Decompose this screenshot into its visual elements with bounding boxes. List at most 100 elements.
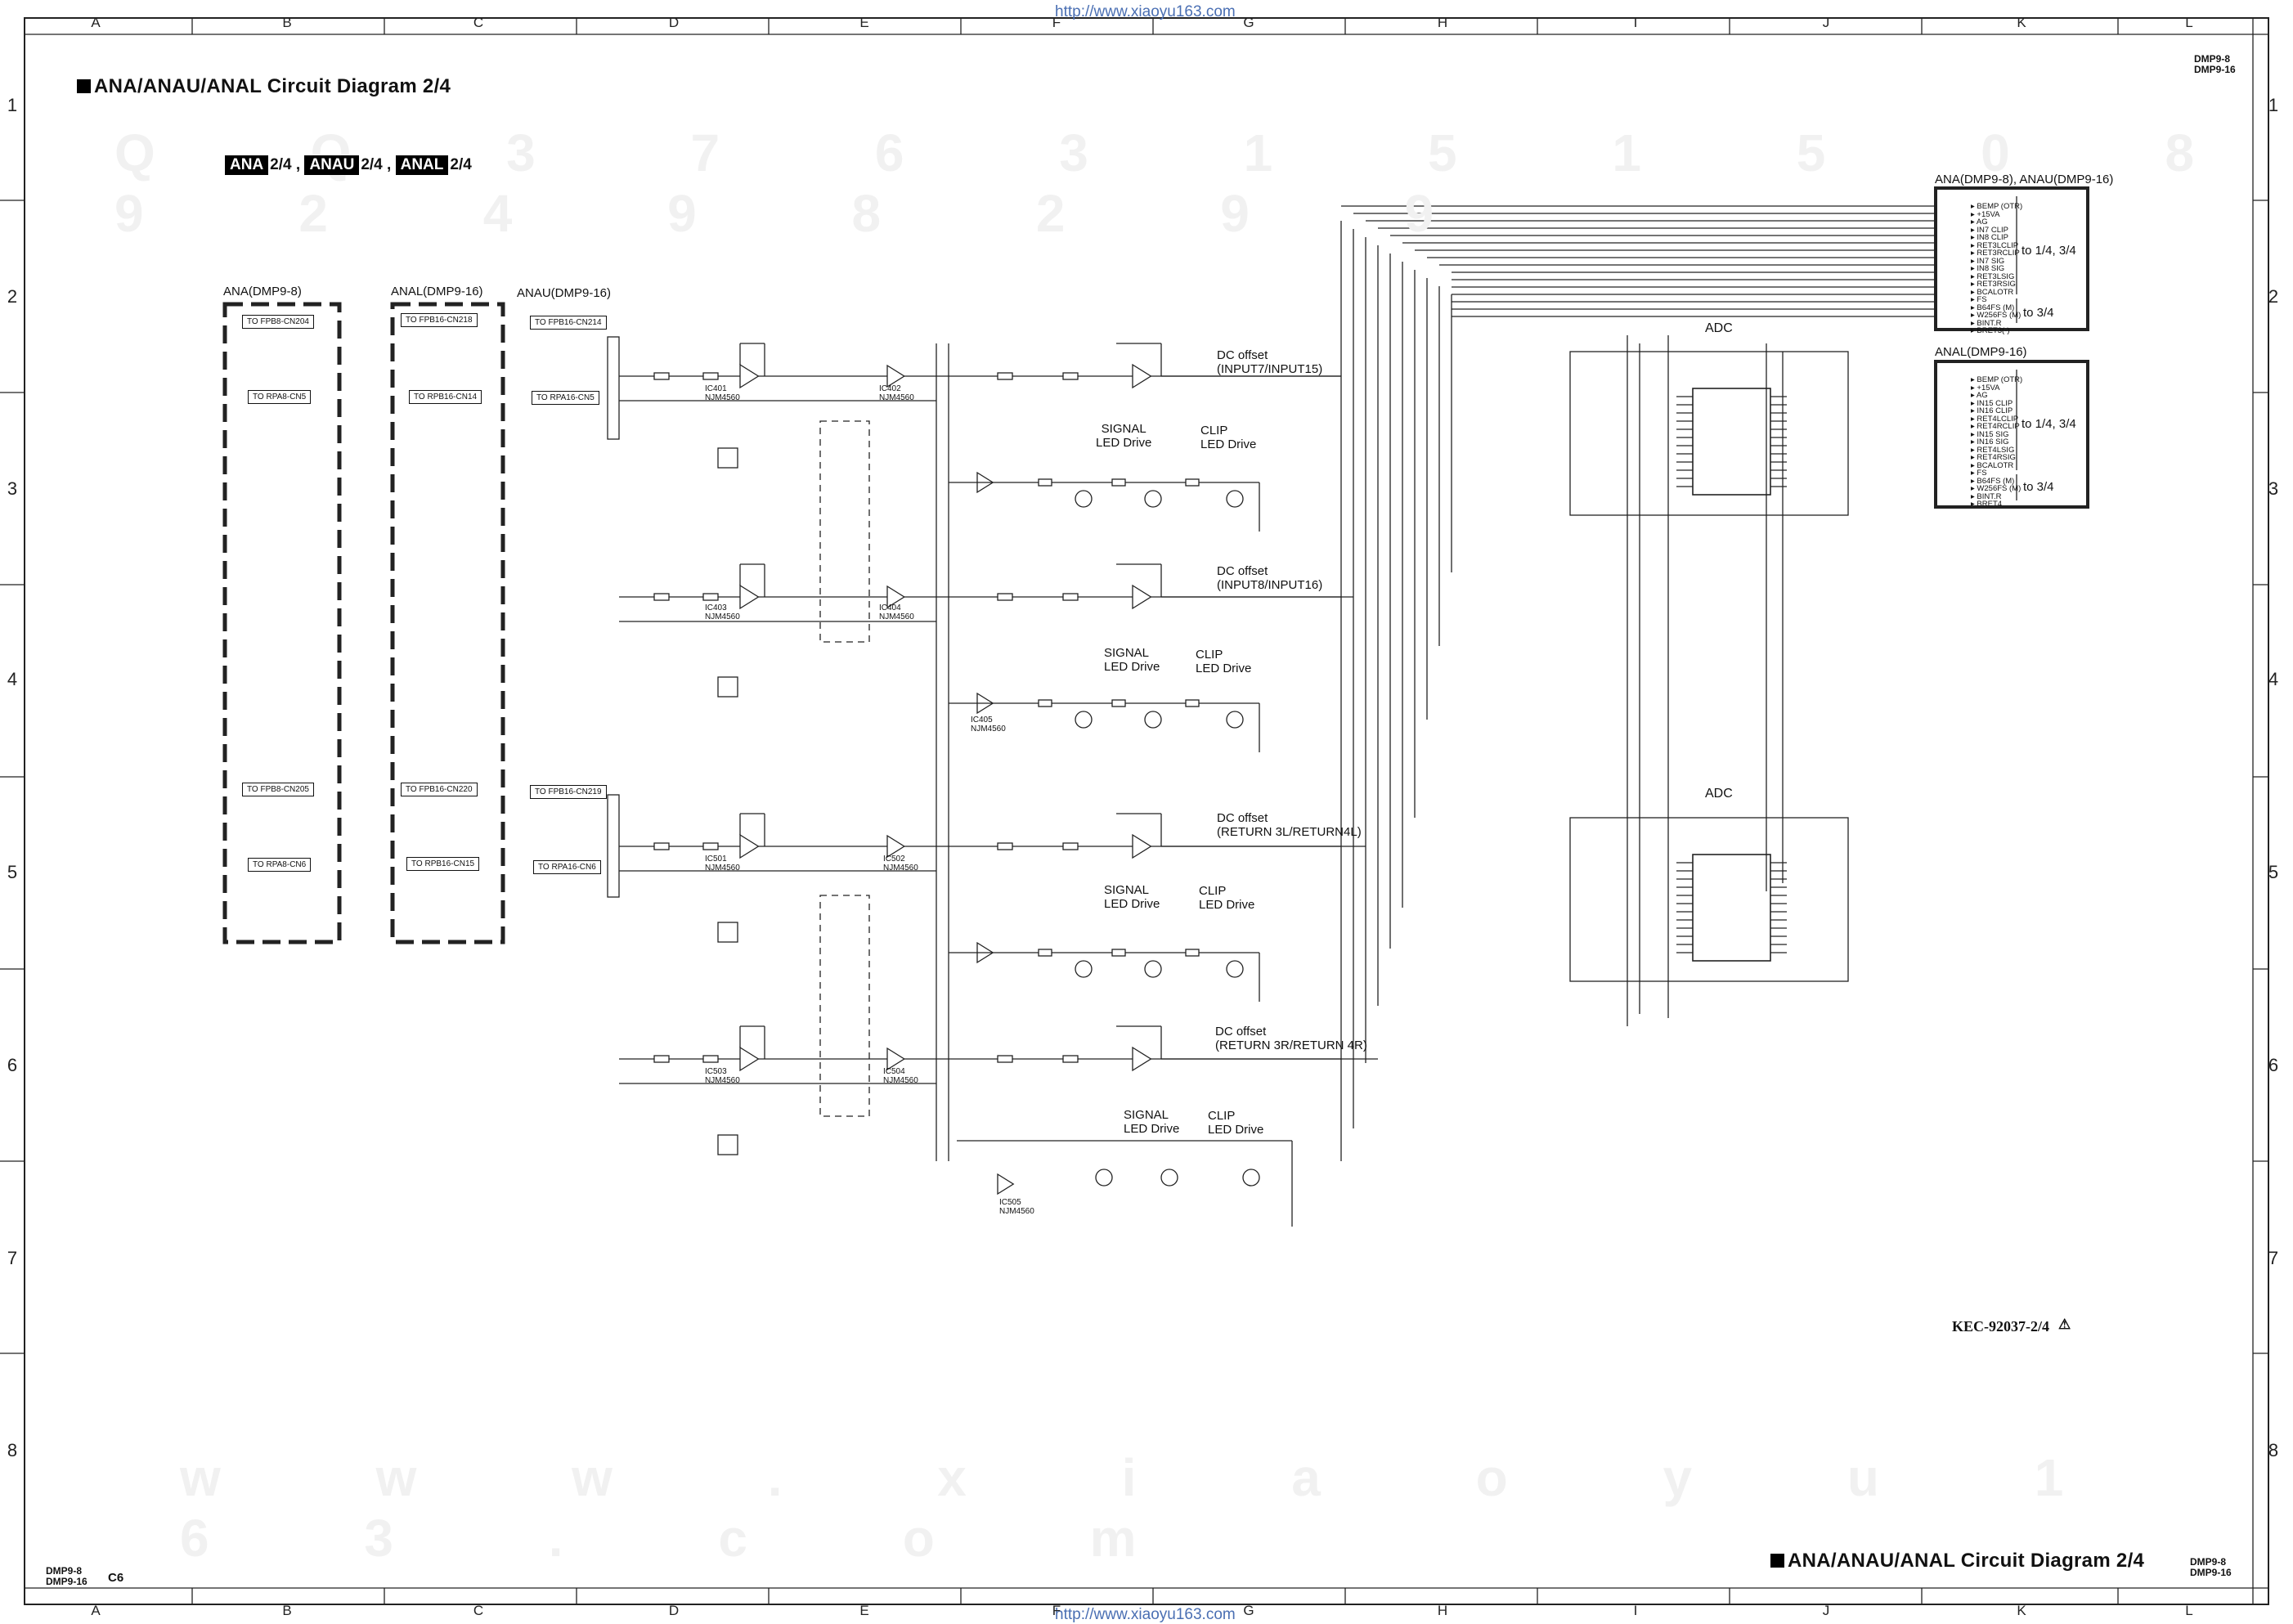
ic-ref: IC405 [971, 716, 993, 725]
signal-sub: LED Drive [1096, 436, 1152, 450]
grid-column-label: G [1243, 1603, 1254, 1618]
transistor-symbol [1242, 1169, 1260, 1187]
model-line-1: DMP9-8 [2190, 1556, 2227, 1568]
adc-label-2: ADC [1705, 787, 1733, 801]
anal-connector-2: TO RPB16-CN14 [409, 390, 482, 404]
grid-column-label: C [473, 15, 484, 30]
grid-column-label: I [1633, 15, 1638, 30]
opamp-symbol [997, 1173, 1015, 1196]
resistor [997, 842, 1013, 850]
model-line-2: DMP9-16 [46, 1576, 88, 1587]
pin-label: ▸ RET4RCLIP [1971, 422, 2020, 431]
transistor-symbol [1226, 490, 1244, 508]
resistor [997, 593, 1013, 601]
resistor [1185, 699, 1200, 707]
grid-column-label: K [2017, 15, 2026, 30]
clip-sub: LED Drive [1199, 898, 1255, 912]
dc-offset-return3l: DC offset (RETURN 3L/RETURN4L) [1217, 811, 1362, 839]
dc-offset-sub: (INPUT7/INPUT15) [1217, 362, 1323, 376]
ic-power-block [717, 676, 738, 698]
grid-column-label: E [859, 1603, 869, 1618]
pin-label: ▸ RET4LCLIP [1971, 414, 2019, 424]
pin-label: ▸ W256FS (M) [1971, 311, 2022, 320]
ic-ref: IC402 [879, 384, 901, 393]
clip-label: CLIP [1196, 648, 1223, 662]
pin-label: ▸ +15VA [1971, 383, 2000, 393]
grid-row-label: 7 [7, 1248, 18, 1268]
anau-connector-3: TO FPB16-CN219 [530, 785, 607, 799]
dc-offset-input7: DC offset (INPUT7/INPUT15) [1217, 348, 1322, 376]
grid-column-label: B [282, 15, 292, 30]
signal-label: SIGNAL [1124, 1108, 1169, 1122]
pin-label: ▸ B64FS (M) [1971, 303, 2015, 312]
pin-label: ▸ FS [1971, 295, 1987, 304]
adc-label-1: ADC [1705, 321, 1733, 335]
right-box2-to-b: to 3/4 [2023, 480, 2054, 494]
ana-connector-1: TO FPB8-CN204 [242, 315, 314, 329]
dc-offset-sub: (RETURN 3R/RETURN 4R) [1215, 1039, 1367, 1052]
pin-label: ▸ BRET3(-) [1971, 326, 2010, 335]
right-box2-to-a: to 1/4, 3/4 [2022, 417, 2076, 431]
grid-column-label: H [1437, 1603, 1448, 1618]
resistor [653, 842, 670, 850]
grid-column-label: A [91, 15, 101, 30]
dc-offset-label: DC offset [1215, 1025, 1267, 1039]
pin-label: ▸ FS [1971, 469, 1987, 478]
opamp-symbol [1132, 584, 1152, 610]
grid-row-label: 2 [7, 286, 18, 307]
ic-part: NJM4560 [879, 393, 914, 402]
pin-label: ▸ IN7 CLIP [1971, 225, 2008, 235]
clip-led-drive-3: CLIP LED Drive [1199, 884, 1254, 912]
pin-label: ▸ IN16 CLIP [1971, 406, 2013, 415]
resistor [997, 372, 1013, 380]
resistor [1062, 1055, 1079, 1063]
source-url-top[interactable]: http://www.xiaoyu163.com [1055, 3, 1236, 20]
ana-group-title: ANA(DMP9-8) [223, 285, 302, 298]
resistor [653, 1055, 670, 1063]
model-bottom-right: DMP9-8 DMP9-16 [2190, 1557, 2232, 1578]
pin-label: ▸ BCALOTR [1971, 287, 2014, 297]
resistor [702, 1055, 719, 1063]
ic-ref: IC505 [999, 1198, 1021, 1207]
right-box2-title: ANAL(DMP9-16) [1935, 345, 2027, 359]
transistor-symbol [1144, 960, 1162, 978]
grid-column-label: F [1052, 1603, 1061, 1618]
dc-offset-sub: (RETURN 3L/RETURN4L) [1217, 825, 1362, 839]
pin-label: ▸ +15VA [1971, 209, 2000, 219]
grid-column-label: L [2185, 1603, 2193, 1618]
clip-label: CLIP [1208, 1109, 1236, 1123]
grid-row-label: 5 [7, 862, 18, 882]
pin-label: ▸ IN8 SIG [1971, 264, 2005, 273]
grid-column-label: C [473, 1603, 484, 1618]
opamp-symbol [739, 363, 760, 389]
model-line-2: DMP9-16 [2194, 64, 2236, 75]
ic-ref: IC403 [705, 603, 727, 612]
resistor [653, 593, 670, 601]
ic-part: NJM4560 [879, 612, 914, 621]
watermark-bottom: w w w . x i a o y u 1 6 3 . c o m [180, 1448, 2134, 1568]
tag-anau: ANAU [304, 155, 360, 175]
pin-label: ▸ BEMP (OTR) [1971, 375, 2023, 384]
transistor-symbol [1075, 960, 1093, 978]
clip-led-drive-1: CLIP LED Drive [1200, 424, 1256, 451]
clip-led-drive-4: CLIP LED Drive [1208, 1109, 1263, 1137]
clip-label: CLIP [1200, 424, 1228, 437]
ana-connector-4: TO RPA8-CN6 [248, 858, 312, 872]
signal-led-drive-1: SIGNAL LED Drive [1096, 422, 1151, 450]
transistor-symbol [1160, 1169, 1178, 1187]
resistor [1062, 372, 1079, 380]
transistor-symbol [1226, 711, 1244, 729]
source-url-bottom[interactable]: http://www.xiaoyu163.com [1055, 1606, 1236, 1623]
clip-sub: LED Drive [1196, 662, 1252, 675]
opamp-symbol [739, 833, 760, 859]
pin-label: ▸ BRET4 [1971, 500, 2003, 509]
resistor [1062, 593, 1079, 601]
grid-row-label: 6 [7, 1055, 18, 1075]
pin-label: ▸ W256FS (M) [1971, 484, 2022, 493]
tag-anal: ANAL [395, 155, 449, 175]
